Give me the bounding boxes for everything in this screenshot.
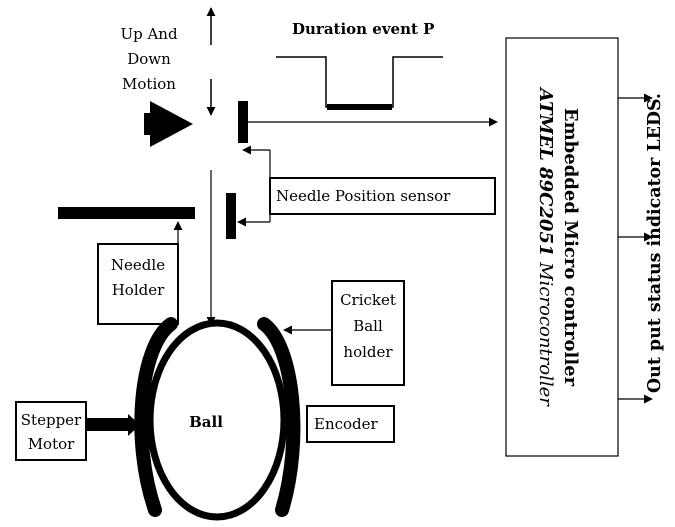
led-indicator-label: Out put status indicator LEDS. <box>644 93 665 393</box>
microcontroller-type: Microcontroller <box>535 257 556 408</box>
needle-position-sensor-box <box>269 177 496 215</box>
microcontroller-label-line2: ATMEL 89C2051 Microcontroller <box>535 86 556 407</box>
actuator-cone <box>150 101 193 147</box>
right-clamp <box>257 317 301 517</box>
cricket-label-line3: holder <box>343 343 393 361</box>
cricket-label-line2: Ball <box>353 317 383 335</box>
needle-sensor-group: Needle Position sensor <box>206 101 498 326</box>
left-clamp <box>134 317 178 517</box>
ball-assembly: Ball <box>134 317 301 521</box>
needle-holder-label-line2: Holder <box>112 281 165 299</box>
cricket-ball-holder-box <box>331 280 405 386</box>
encoder-label: Encoder <box>314 415 379 433</box>
cricket-label-line1: Cricket <box>340 291 396 309</box>
pulse-bar <box>327 104 392 110</box>
up-down-motion-group: Up And Down Motion <box>120 7 216 147</box>
stepper-motor-group: Stepper Motor <box>15 401 140 461</box>
stepper-shaft <box>86 418 128 431</box>
encoder-group: Encoder <box>306 405 395 443</box>
ball-label: Ball <box>189 413 223 431</box>
cricket-ball-holder-group: Cricket Ball holder <box>283 280 405 386</box>
ball <box>146 319 288 521</box>
motion-label-line3: Motion <box>122 75 176 93</box>
microcontroller-label-line1: Embedded Micro controller <box>560 108 581 387</box>
needle-holder-group: Needle Holder <box>58 207 195 325</box>
actuator-body <box>144 113 153 135</box>
stepper-shaft-tip <box>128 414 140 436</box>
stepper-label-line1: Stepper <box>21 411 82 429</box>
needle-holder-label-line1: Needle <box>111 256 165 274</box>
sensor-element-lower <box>226 193 236 239</box>
stepper-label-line2: Motor <box>28 435 75 453</box>
needle-holder-bar <box>58 207 195 219</box>
microcontroller-part-number: ATMEL 89C2051 <box>535 86 556 256</box>
microcontroller-group: Embedded Micro controller ATMEL 89C2051 … <box>505 37 619 457</box>
sensor-element-upper <box>238 101 248 143</box>
led-outputs-group: Out put status indicator LEDS. <box>618 93 665 404</box>
encoder-box <box>306 405 395 443</box>
needle-holder-box <box>97 243 179 325</box>
needle-position-sensor-label: Needle Position sensor <box>276 187 451 205</box>
duration-pulse-group: Duration event P <box>276 20 443 110</box>
stepper-motor-box <box>15 401 87 461</box>
pulse-waveform <box>276 56 443 108</box>
duration-label: Duration event P <box>292 20 434 38</box>
microcontroller-box <box>505 37 619 457</box>
motion-label-line1: Up And <box>120 25 178 43</box>
motion-label-line2: Down <box>127 50 171 68</box>
